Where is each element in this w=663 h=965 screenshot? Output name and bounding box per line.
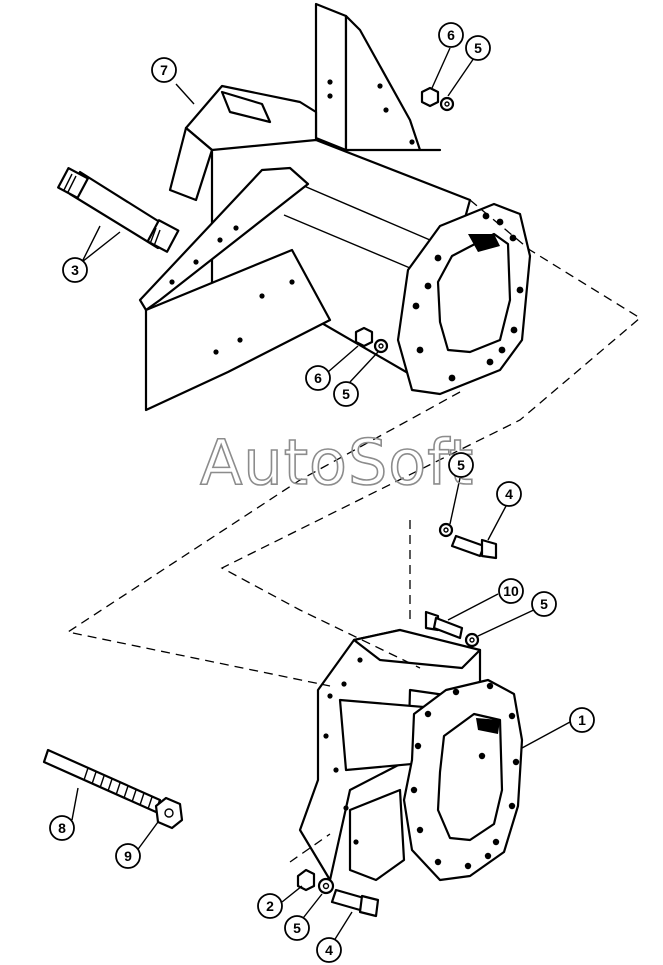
callout-5-bottom-label: 5 (293, 920, 301, 936)
callout-2-label: 2 (266, 898, 274, 914)
callout-8-label: 8 (58, 820, 66, 836)
splined-shaft (57, 167, 180, 253)
callout-5-upper-bolt: 5 (448, 452, 474, 478)
callout-6-mid: 6 (305, 365, 331, 391)
callout-6-top-label: 6 (447, 27, 455, 43)
callout-10-label: 10 (503, 583, 519, 599)
callout-5-bolt10: 5 (531, 591, 557, 617)
watermark-text: AutoSoft (200, 426, 474, 499)
leader-lines (71, 47, 571, 945)
callout-5-top: 5 (465, 35, 491, 61)
callout-6-mid-label: 6 (314, 370, 322, 386)
callout-3: 3 (62, 257, 88, 283)
callout-1: 1 (569, 707, 595, 733)
upper-housing-assembly (138, 2, 532, 412)
callout-9-label: 9 (124, 848, 132, 864)
callout-6-top: 6 (438, 22, 464, 48)
callout-5-upper-bolt-label: 5 (457, 457, 465, 473)
callout-4-bottom: 4 (316, 937, 342, 963)
callout-7-label: 7 (160, 62, 168, 78)
callout-5-bolt10-label: 5 (540, 596, 548, 612)
lower-housing (298, 628, 524, 882)
callout-4-top-label: 4 (505, 486, 513, 502)
callout-1-label: 1 (578, 712, 586, 728)
callout-9: 9 (115, 843, 141, 869)
upper-hardware (354, 86, 455, 354)
callout-8: 8 (49, 815, 75, 841)
callout-3-label: 3 (71, 262, 79, 278)
assembly-paths (66, 199, 642, 863)
callout-10: 10 (498, 578, 524, 604)
callout-4-top: 4 (496, 481, 522, 507)
callout-5-bottom: 5 (284, 915, 310, 941)
threaded-rod (42, 748, 184, 830)
callout-2: 2 (257, 893, 283, 919)
callout-4-bottom-label: 4 (325, 942, 333, 958)
callout-5-mid-label: 5 (342, 386, 350, 402)
callout-5-top-label: 5 (474, 40, 482, 56)
lower-hardware (296, 522, 498, 918)
callout-7: 7 (151, 57, 177, 83)
callout-5-mid: 5 (333, 381, 359, 407)
